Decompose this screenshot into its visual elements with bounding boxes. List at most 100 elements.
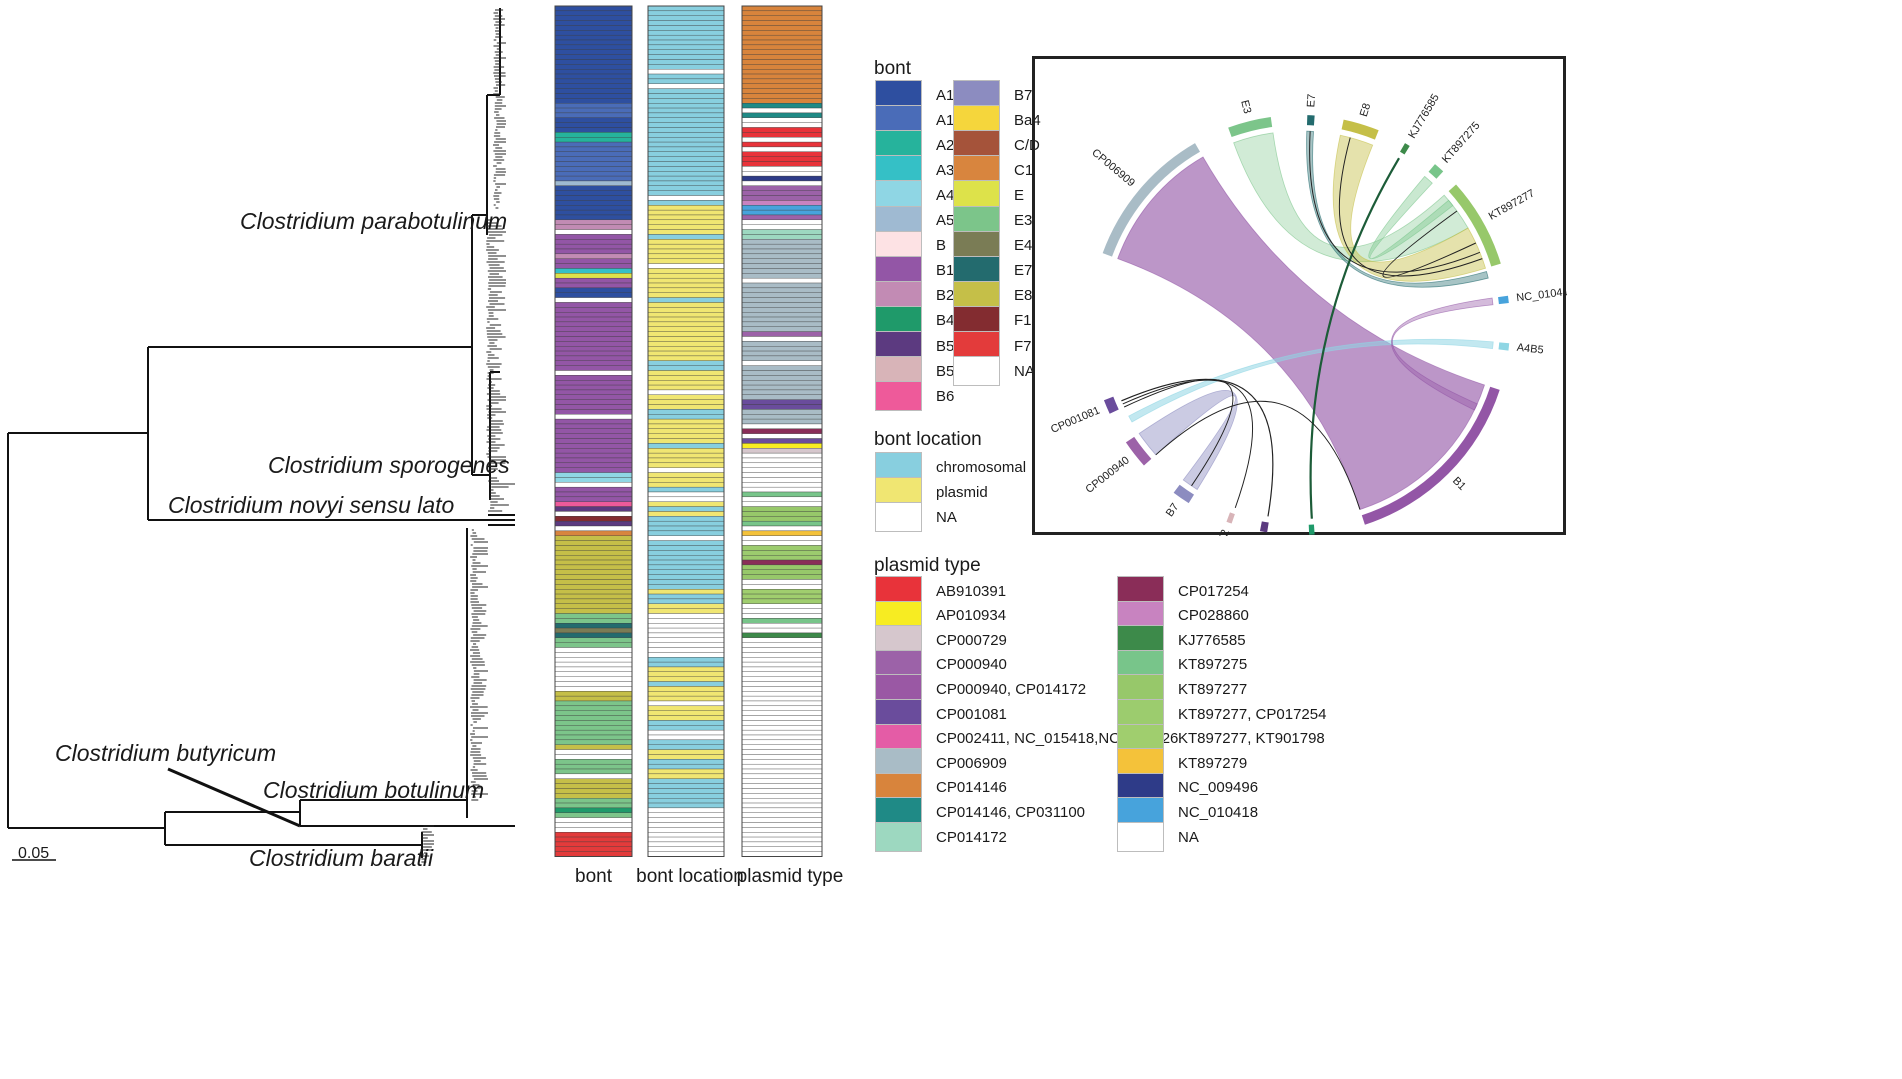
heatmap-cell [554,768,633,775]
heatmap-cell [647,637,725,643]
heatmap-cell [741,117,823,123]
chord-label: CP001081 [1049,405,1102,436]
heatmap-cell [741,428,823,434]
heatmap-cell [554,822,633,828]
heatmap-cell [741,555,823,561]
heatmap-cell [647,88,725,94]
legend-swatch [953,80,1000,110]
heatmap-cell [554,117,633,123]
heatmap-cell [554,467,633,473]
heatmap-cell [741,346,823,352]
heatmap-cell [647,49,725,55]
heatmap-cell [741,749,823,755]
chord-label: B1 [1450,475,1468,493]
heatmap-cell [741,25,823,31]
heatmap-cell [741,34,823,41]
heatmap-cell [647,457,725,464]
heatmap-cell [647,224,725,230]
heatmap-cell [554,73,633,80]
heatmap-cell [741,394,823,400]
legend-label: F1 [1014,312,1032,330]
heatmap-cell [741,720,823,726]
heatmap-cell [647,34,725,41]
heatmap-cell [647,700,725,707]
heatmap-cell [554,30,633,36]
legend-swatch [875,80,922,110]
heatmap-cell [647,754,725,760]
heatmap-cell [647,511,725,517]
heatmap-cell [554,491,633,498]
heatmap-cell [554,205,633,211]
heatmap-cell [741,195,823,201]
heatmap-cell [741,214,823,221]
heatmap-cell [647,846,725,852]
chord-sector [1400,143,1410,155]
heatmap-cell [554,715,633,721]
heatmap-cell [647,584,725,590]
heatmap-cell [554,180,633,186]
heatmap-cell [647,608,725,614]
heatmap-cell [741,564,823,570]
chord-label: B7 [1164,501,1182,519]
heatmap-cell [647,574,725,580]
heatmap-cell [554,297,633,303]
heatmap-cell [647,209,725,216]
heatmap-cell [647,171,725,177]
heatmap-cell [741,39,823,46]
heatmap-strip-border [647,5,725,857]
chord-sector [1125,436,1152,466]
heatmap-cell [647,161,725,167]
heatmap-cell [741,146,823,152]
heatmap-cell [741,778,823,784]
heatmap-cell [554,593,633,600]
heatmap-cell [554,273,633,279]
heatmap-cell [647,661,725,668]
heatmap-cell [554,151,633,157]
species-label-butyricum: Clostridium butyricum [55,740,277,766]
chord-label: A4B5 [1516,342,1544,357]
heatmap-cell [741,384,823,391]
heatmap-cell [741,822,823,828]
heatmap-cell [554,141,633,148]
heatmap-cell [647,253,725,259]
heatmap-cell [647,297,725,303]
heatmap-cell [741,331,823,337]
heatmap-cell [647,851,725,857]
legend-label: CP000940, CP014172 [936,680,1087,698]
heatmap-cell [554,132,633,138]
heatmap-cell [554,579,633,585]
heatmap-cell [647,273,725,279]
heatmap-cell [741,268,823,274]
heatmap-cell [554,209,633,216]
heatmap-cell [741,744,823,750]
heatmap-cell [554,836,633,843]
chord-link [1155,400,1361,510]
heatmap-cell [647,705,725,711]
heatmap-cell [647,725,725,731]
heatmap-cell [741,127,823,133]
heatmap-cell [554,171,633,177]
heatmap-cell [741,763,823,770]
heatmap-cell [741,817,823,823]
heatmap-cell [647,287,725,293]
heatmap-cell [741,734,823,741]
legend-label: E8 [1014,287,1033,305]
heatmap-cell [647,652,725,658]
heatmap-cell [554,710,633,716]
heatmap-cell [741,180,823,186]
heatmap-cell [647,59,725,65]
chord-sector [1102,143,1200,257]
chord-ribbon [1306,130,1489,288]
legend-label: B7 [1014,86,1033,104]
legend-title-bont-location: bont location [874,429,982,450]
legend-label: plasmid [936,483,988,501]
heatmap-cell [554,802,633,809]
chord-sector [1498,295,1509,305]
heatmap-cell [647,744,725,750]
heatmap-cell [741,798,823,804]
heatmap-cell [741,277,823,284]
chord-sector-inner [1134,434,1155,459]
heatmap-cell [554,350,633,357]
heatmap-cell [647,506,725,512]
heatmap-cell [647,438,725,444]
